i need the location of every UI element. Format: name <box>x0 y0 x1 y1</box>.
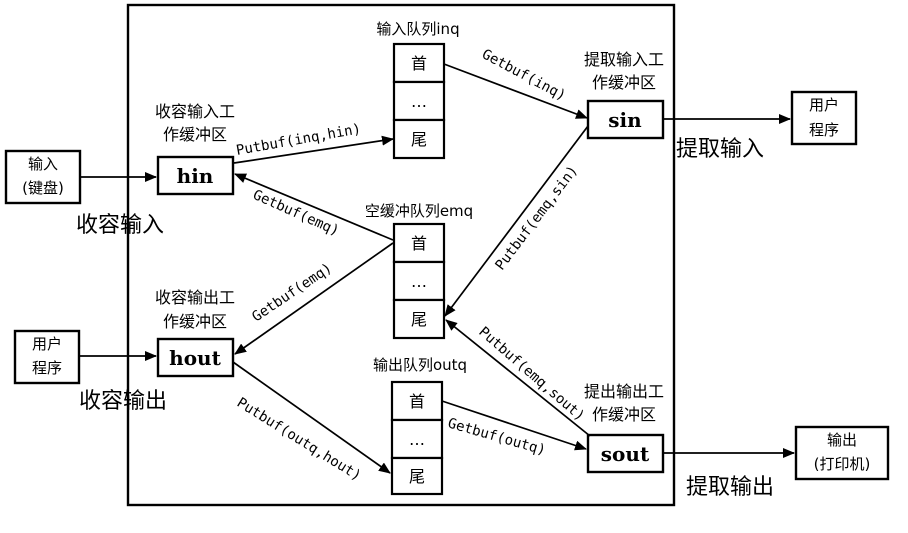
output-device-sublabel: (打印机) <box>814 455 871 473</box>
inq-title: 输入队列inq <box>376 20 459 38</box>
sout-label: sout <box>601 442 650 466</box>
outq-head-cell <box>390 380 444 422</box>
inq-tail-cell <box>392 118 446 160</box>
sin-buffer: 提取输入工 作缓冲区 sin <box>584 50 665 140</box>
outq-tail-label: 尾 <box>409 467 425 486</box>
emq-to-hin-arrow <box>234 173 394 241</box>
inq-to-sin-arrow <box>443 63 588 119</box>
extract-output-label: 提取输出 <box>686 475 774 500</box>
outq-title: 输出队列outq <box>373 356 467 374</box>
emq-head-label: 首 <box>411 234 427 253</box>
inq-queue: 输入队列inq 首 … 尾 <box>376 20 460 160</box>
system-boundary <box>126 3 676 507</box>
outq-middle-label: … <box>409 430 425 449</box>
sin-caption-2: 作缓冲区 <box>592 73 656 92</box>
user-program-out-sublabel: 程序 <box>809 121 839 139</box>
user-program-in-sublabel: 程序 <box>32 359 62 377</box>
inq-middle-label: … <box>411 92 427 111</box>
sout-caption: 提出输出工 <box>584 382 664 401</box>
emq-head-cell <box>392 222 446 264</box>
emq-tail-cell <box>392 298 446 340</box>
input-device-box: 输入 (键盘) <box>4 149 82 205</box>
sout-to-emq-arrow <box>445 319 591 437</box>
outq-tail-cell <box>390 456 444 496</box>
user-program-in-box: 用户 程序 <box>13 329 81 385</box>
extract-input-label: 提取输入 <box>676 137 764 162</box>
sin-label: sin <box>608 108 642 132</box>
inq-head-cell <box>392 42 446 84</box>
sout-caption-2: 作缓冲区 <box>592 405 656 424</box>
hin-to-inq-arrow <box>233 135 394 164</box>
hin-buffer: 收容输入工 作缓冲区 hin <box>155 102 235 196</box>
collect-output-label: 收容输出 <box>79 389 167 414</box>
hout-to-outq-arrow <box>232 361 391 474</box>
sin-to-emq-arrow <box>444 125 589 317</box>
hout-buffer: 收容输出工 作缓冲区 hout <box>155 288 235 378</box>
getbuf-inq-label: Getbuf(inq) <box>479 46 568 104</box>
hin-caption-2: 作缓冲区 <box>163 125 227 144</box>
outq-to-sout-arrow <box>441 400 587 451</box>
hout-caption: 收容输出工 <box>155 288 235 307</box>
user-program-in-label: 用户 <box>32 335 62 353</box>
user-program-out-label: 用户 <box>809 96 839 114</box>
hin-label: hin <box>177 164 214 188</box>
hout-caption-2: 作缓冲区 <box>163 312 227 331</box>
emq-middle-label: … <box>411 272 427 291</box>
output-device-box: 输出 (打印机) <box>794 425 890 481</box>
sin-caption: 提取输入工 <box>584 50 664 69</box>
hout-label: hout <box>169 346 221 370</box>
output-device-label: 输出 <box>827 431 857 449</box>
hin-caption: 收容输入工 <box>155 102 235 121</box>
inq-head-label: 首 <box>411 54 427 73</box>
collect-input-label: 收容输入 <box>76 213 164 238</box>
getbuf-outq-label: Getbuf(outq) <box>446 415 548 458</box>
putbuf-emq-sin-label: Putbuf(emq,sin) <box>492 163 581 274</box>
inq-tail-label: 尾 <box>411 130 427 149</box>
emq-title: 空缓冲队列emq <box>365 202 473 220</box>
putbuf-emq-sout-label: Putbuf(emq,sout) <box>475 324 587 425</box>
outq-head-label: 首 <box>409 392 425 411</box>
sout-buffer: 提出输出工 作缓冲区 sout <box>584 382 665 474</box>
input-device-sublabel: (键盘) <box>22 179 64 197</box>
input-device-label: 输入 <box>28 155 58 173</box>
outq-queue: 输出队列outq 首 … 尾 <box>373 356 467 496</box>
user-program-out-box: 用户 程序 <box>790 90 858 146</box>
emq-to-hout-arrow <box>234 242 394 355</box>
emq-queue: 空缓冲队列emq 首 … 尾 <box>365 202 473 340</box>
emq-tail-label: 尾 <box>411 310 427 329</box>
